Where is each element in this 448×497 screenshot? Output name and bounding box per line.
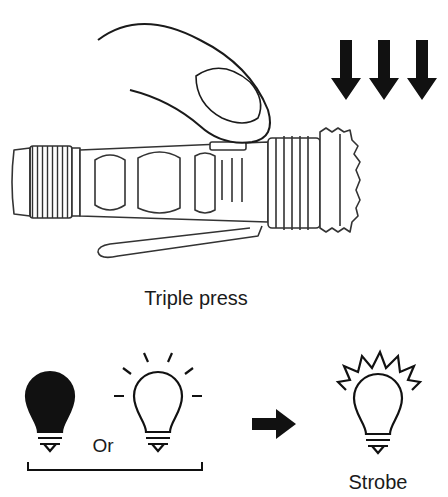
or-label: Or <box>92 435 113 457</box>
bulb-on <box>114 353 202 451</box>
transition-arrow <box>252 409 296 439</box>
press-arrows <box>331 40 437 100</box>
bulb-off <box>26 372 74 451</box>
thumb <box>98 24 270 143</box>
action-label: Triple press <box>144 287 248 310</box>
flashlight <box>12 128 360 257</box>
bulb-strobe <box>338 352 420 453</box>
mode-label: Strobe <box>349 471 408 494</box>
bracket <box>28 462 202 470</box>
